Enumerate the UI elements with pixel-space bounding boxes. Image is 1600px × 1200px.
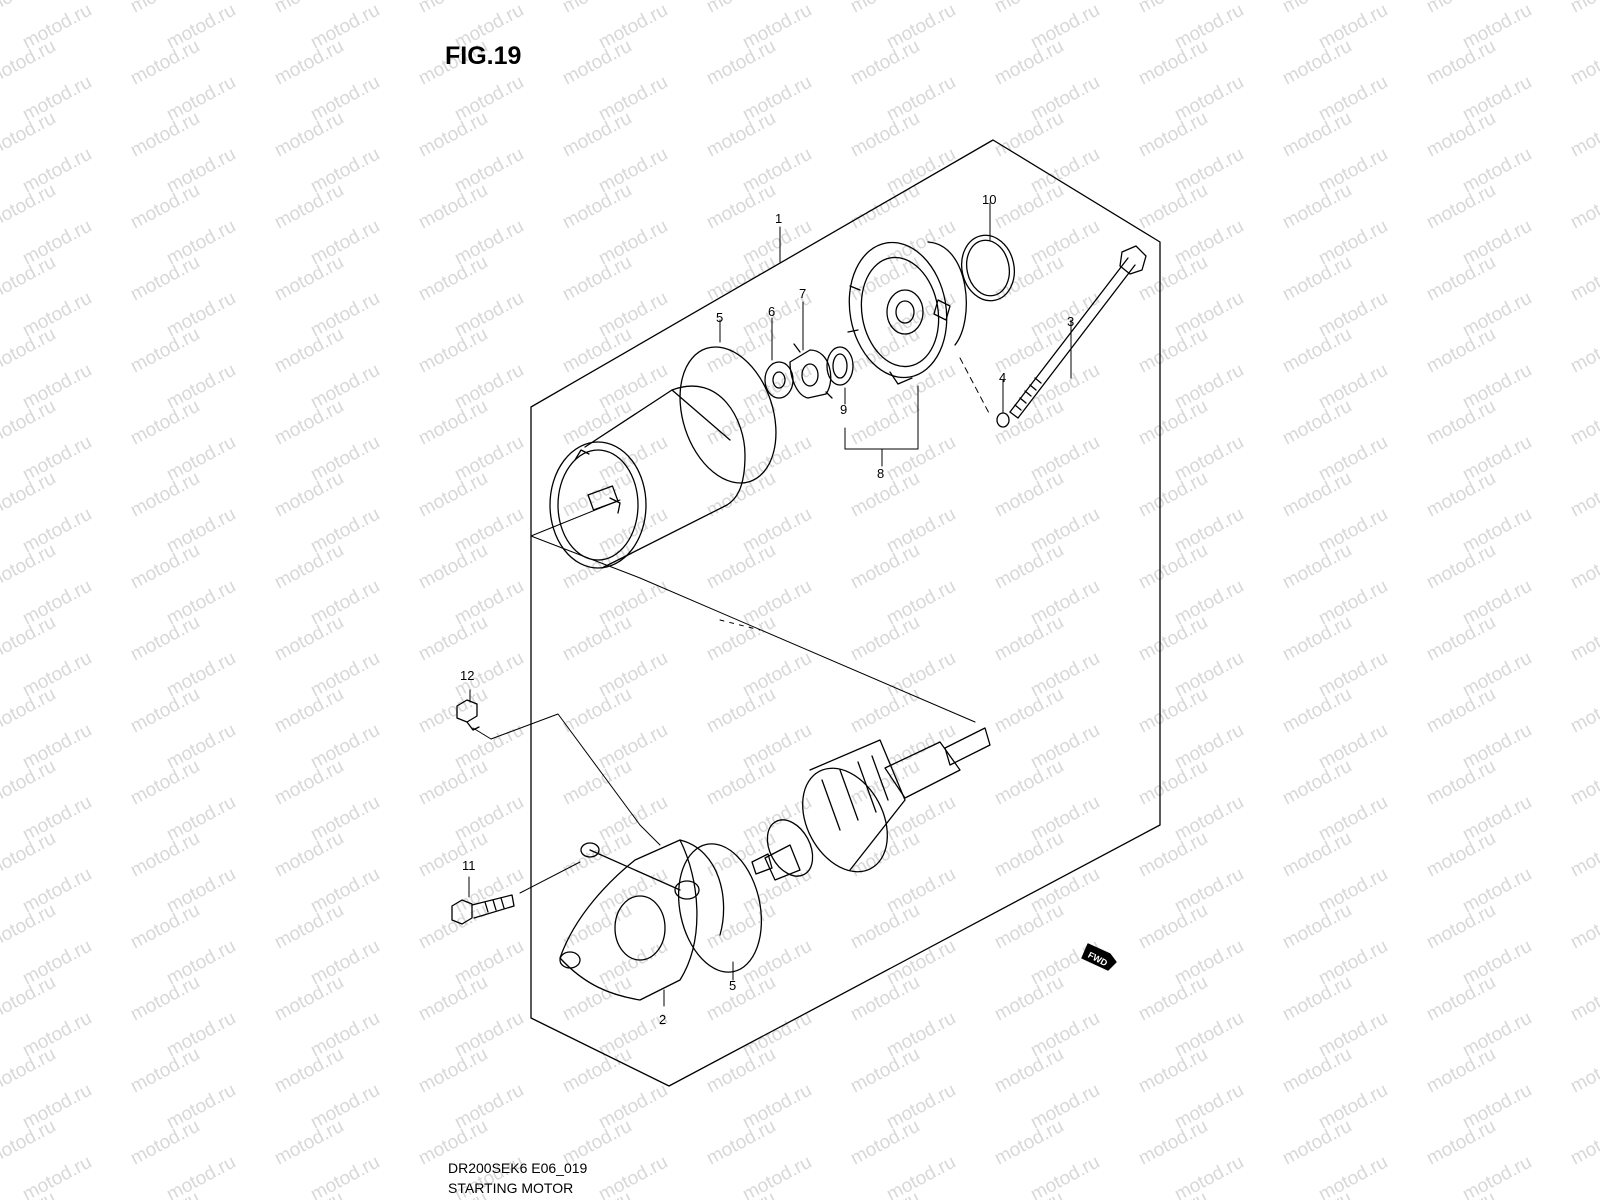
washer-part: [764, 361, 794, 399]
housing-end-part: [847, 241, 967, 385]
through-bolt-part: [1009, 245, 1147, 419]
seal-inner: [832, 353, 848, 379]
end-cover-part: [559, 839, 725, 1001]
callout-4: 4: [999, 370, 1006, 385]
callout-5a: 5: [716, 310, 723, 325]
callout-1: 1: [775, 211, 782, 226]
o-ring-upper-part: [679, 346, 777, 484]
fwd-direction-badge: FWD: [1081, 943, 1117, 971]
yoke-housing-part: [549, 385, 746, 569]
small-washer-part: [996, 412, 1010, 428]
figure-code: DR200SEK6 E06_019: [448, 1160, 588, 1176]
callout-6: 6: [768, 304, 775, 319]
callout-9: 9: [840, 402, 847, 417]
callout-5b: 5: [729, 978, 736, 993]
o-ring-lower-part: [677, 843, 763, 973]
assembly-boundary: [530, 139, 1161, 1087]
washer-hole: [772, 371, 786, 389]
figure-caption: STARTING MOTOR: [448, 1180, 574, 1196]
callout-11: 11: [462, 858, 476, 873]
callout-12: 12: [460, 668, 474, 683]
callout-10: 10: [982, 192, 996, 207]
callout-2: 2: [659, 1012, 666, 1027]
screw-11-part: [451, 894, 515, 925]
screw-12-part: [456, 699, 480, 731]
figure-title: FIG.19: [445, 42, 522, 70]
armature-part: [751, 727, 991, 881]
brush-plate-part: [789, 343, 833, 399]
leader-lines: [468, 202, 1072, 1007]
o-ring-10-part: [961, 234, 1015, 302]
seal-part: [826, 346, 854, 386]
callout-8: 8: [877, 466, 884, 481]
callout-3: 3: [1067, 314, 1074, 329]
callout-7: 7: [799, 286, 806, 301]
callout-labels: 1 5 6 7 10 3 4 9 8 12 11 2 5: [460, 192, 1074, 1027]
